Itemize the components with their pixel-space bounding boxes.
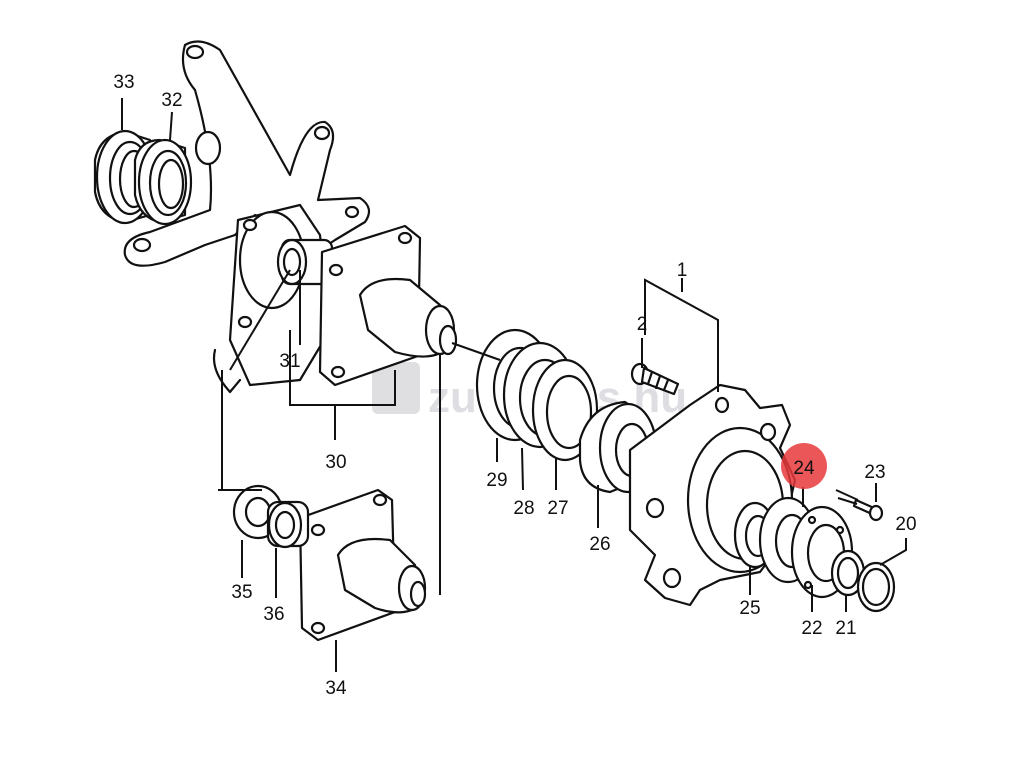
label-24[interactable]: 24 — [793, 458, 815, 479]
label-33[interactable]: 33 — [113, 72, 134, 93]
part-34-spindle[interactable] — [298, 488, 427, 642]
label-32[interactable]: 32 — [161, 90, 182, 111]
label-21[interactable]: 21 — [835, 618, 856, 639]
part-20-circlip[interactable] — [856, 561, 896, 613]
label-35[interactable]: 35 — [231, 582, 252, 603]
part-32-seal[interactable] — [133, 138, 193, 226]
part-2-wheel-stud[interactable] — [630, 362, 680, 396]
label-20[interactable]: 20 — [895, 514, 916, 535]
leader-lines — [121, 98, 907, 672]
label-34[interactable]: 34 — [325, 678, 347, 699]
label-25[interactable]: 25 — [739, 598, 760, 619]
label-30[interactable]: 30 — [325, 452, 346, 473]
label-28[interactable]: 28 — [513, 498, 534, 519]
steering-knuckle[interactable] — [123, 40, 371, 394]
part-labels: 1 2 20 21 22 23 24 25 26 27 28 29 30 31 … — [113, 72, 916, 699]
part-23-screw[interactable] — [852, 498, 884, 522]
part-30-spindle[interactable] — [318, 224, 458, 387]
label-31[interactable]: 31 — [279, 351, 300, 372]
label-1[interactable]: 1 — [677, 260, 688, 281]
part-36-needle-bearing[interactable] — [266, 500, 310, 549]
label-23[interactable]: 23 — [864, 462, 885, 483]
highlight-marker-24 — [781, 443, 827, 489]
label-36[interactable]: 36 — [263, 604, 284, 625]
label-29[interactable]: 29 — [486, 470, 507, 491]
label-2[interactable]: 2 — [637, 314, 648, 335]
label-26[interactable]: 26 — [589, 534, 610, 555]
label-22[interactable]: 22 — [801, 618, 822, 639]
part-21-snap-ring[interactable] — [830, 549, 866, 597]
label-27[interactable]: 27 — [547, 498, 568, 519]
